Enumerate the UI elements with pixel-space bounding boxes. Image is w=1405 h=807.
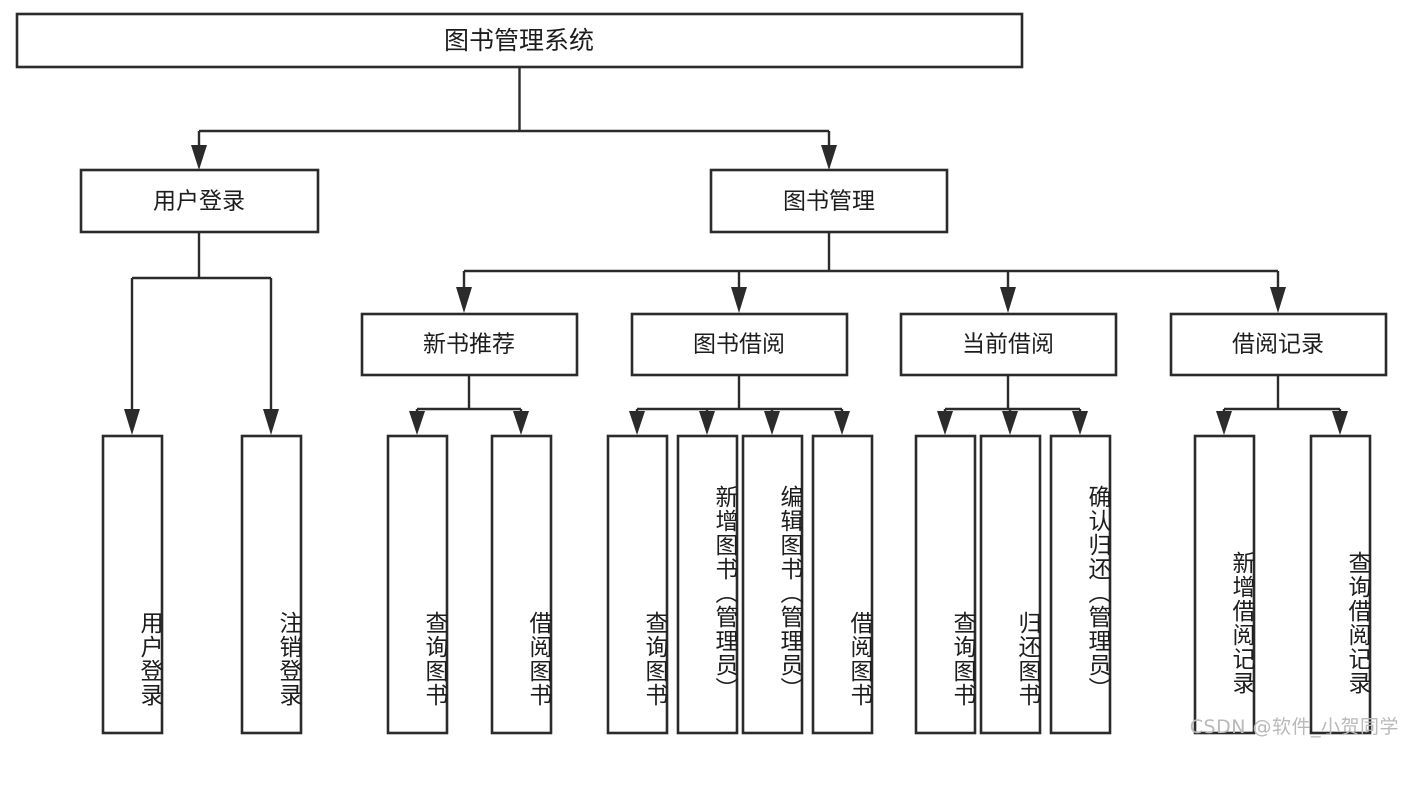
node-leaf-query-book-3[interactable] — [914, 434, 977, 735]
arrow-head-icon — [731, 287, 747, 313]
node-borrow-record-label: 借阅记录 — [1232, 332, 1324, 358]
arrow-head-icon — [629, 411, 645, 435]
node-leaf-user-login[interactable] — [101, 434, 164, 735]
arrow-head-icon — [1072, 411, 1088, 435]
arrow-head-icon — [1002, 411, 1018, 435]
watermark-text: CSDN @软件_小贺同学 — [1189, 716, 1399, 738]
arrow-head-icon — [834, 411, 850, 435]
arrow-head-icon — [1270, 287, 1286, 313]
node-book-borrow-label: 图书借阅 — [693, 332, 785, 358]
node-leaf-logout-login[interactable] — [240, 434, 303, 735]
arrow-head-icon — [513, 411, 529, 435]
node-leaf-query-book-1[interactable] — [386, 434, 449, 735]
node-current-borrow-label: 当前借阅 — [962, 332, 1054, 358]
node-book-management-label: 图书管理 — [783, 189, 875, 215]
connector-group-root — [191, 67, 837, 170]
diagram-canvas: 图书管理系统 用户登录 图书管理 新书推荐 图书借阅 当前借阅 借阅记录 用户登… — [15, 12, 1399, 738]
node-leaf-confirm-return-admin[interactable] — [1049, 434, 1112, 735]
arrow-head-icon — [699, 411, 715, 435]
node-new-book-recommend-label: 新书推荐 — [423, 332, 515, 358]
node-book-management[interactable] — [709, 168, 949, 234]
arrow-head-icon — [409, 411, 425, 435]
arrow-head-icon — [1000, 287, 1016, 313]
arrow-head-icon — [1216, 411, 1232, 435]
node-user-login-label: 用户登录 — [153, 189, 245, 215]
node-leaf-query-book-2[interactable] — [606, 434, 669, 735]
node-root[interactable] — [15, 12, 1024, 69]
node-leaf-query-borrow-record[interactable] — [1309, 434, 1372, 735]
node-leaf-return-book[interactable] — [979, 434, 1042, 735]
connector-group-borrow-record — [1216, 375, 1348, 435]
arrow-head-icon — [937, 411, 953, 435]
node-borrow-record[interactable] — [1169, 312, 1388, 377]
node-current-borrow[interactable] — [899, 312, 1118, 377]
connector-group-user-login — [124, 232, 279, 435]
node-leaf-add-borrow-record[interactable] — [1193, 434, 1256, 735]
node-user-login[interactable] — [79, 168, 320, 234]
node-new-book-recommend[interactable] — [360, 312, 579, 377]
arrow-head-icon — [821, 145, 837, 170]
node-book-borrow[interactable] — [630, 312, 849, 377]
flowchart-svg: 图书管理系统 用户登录 图书管理 新书推荐 图书借阅 当前借阅 借阅记录 — [15, 12, 1388, 735]
node-leaf-edit-book-admin[interactable] — [741, 434, 804, 735]
arrow-head-icon — [1332, 411, 1348, 435]
arrow-head-icon — [456, 287, 472, 313]
arrow-head-icon — [124, 409, 140, 435]
node-leaf-borrow-book-1[interactable] — [490, 434, 553, 735]
connector-group-new-book-recommend — [409, 375, 529, 435]
arrow-head-icon — [764, 411, 780, 435]
arrow-head-icon — [191, 145, 207, 170]
connector-group-current-borrow — [937, 375, 1088, 435]
arrow-head-icon — [263, 409, 279, 435]
node-root-label: 图书管理系统 — [444, 26, 594, 55]
connector-group-book-borrow — [629, 375, 850, 435]
node-leaf-borrow-book-2[interactable] — [811, 434, 874, 735]
connector-group-book-management — [456, 232, 1286, 313]
node-leaf-add-book-admin[interactable] — [676, 434, 739, 735]
